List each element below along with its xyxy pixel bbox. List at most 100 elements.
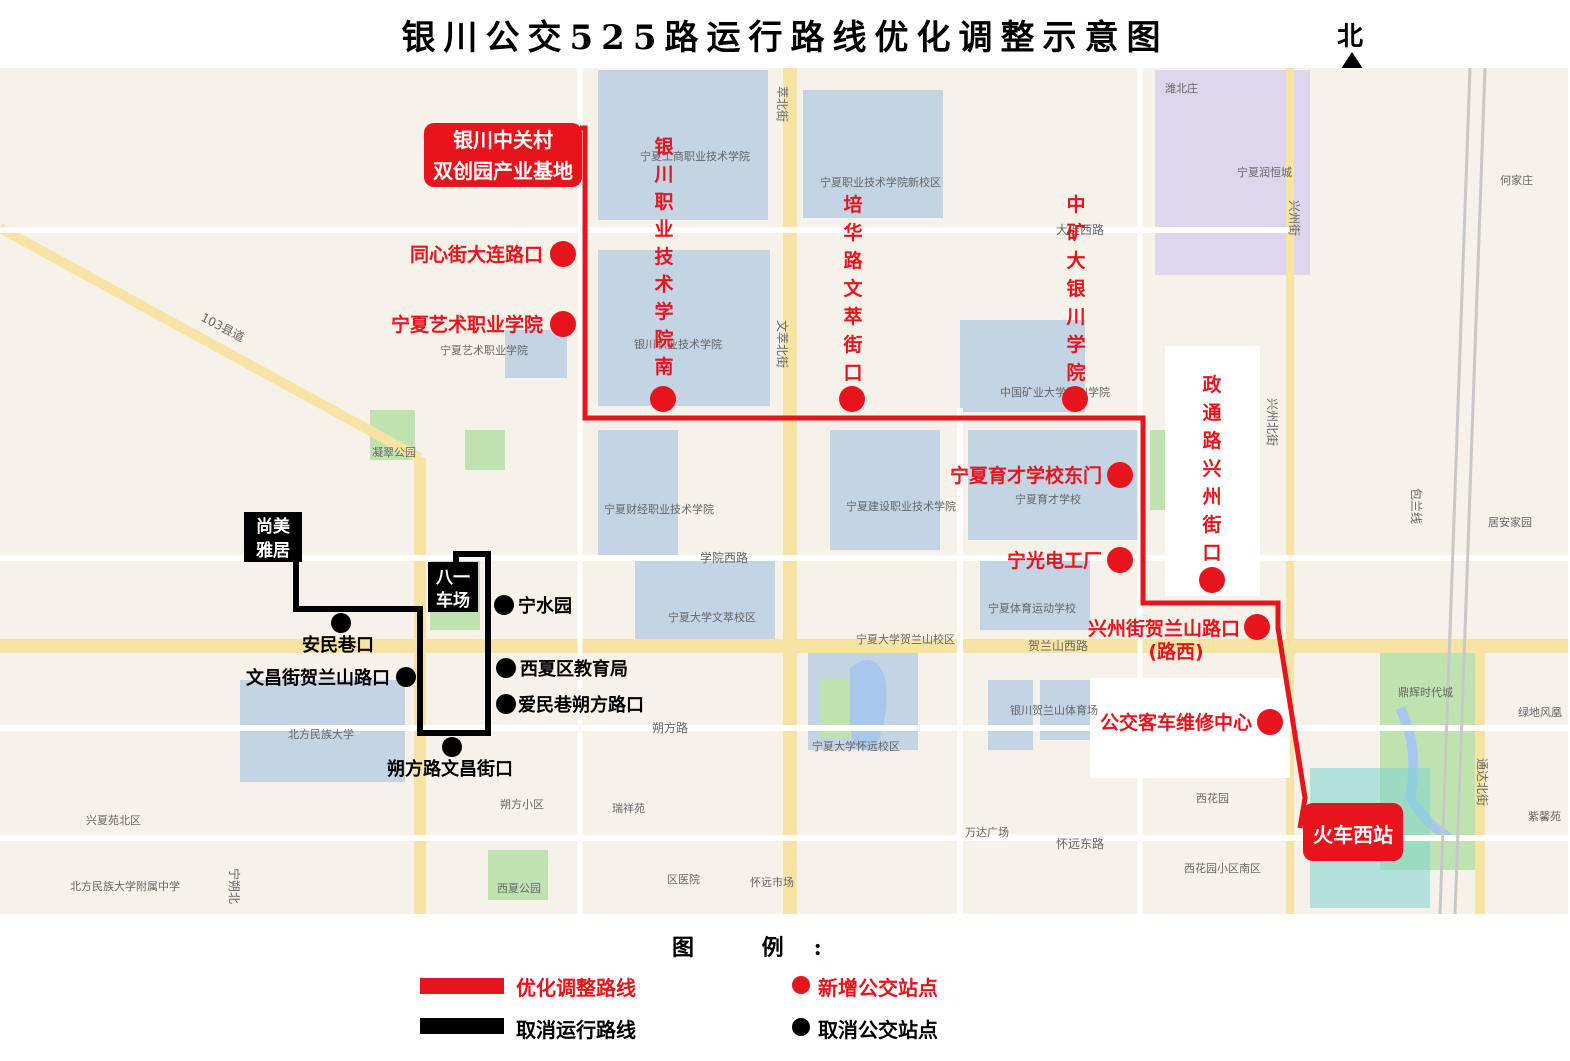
cancelled-stop-dot (331, 613, 351, 633)
svg-text:西花园: 西花园 (1196, 792, 1229, 805)
svg-text:大连西路: 大连西路 (1056, 222, 1104, 237)
svg-text:怀远东路: 怀远东路 (1056, 836, 1104, 851)
svg-text:车场: 车场 (436, 590, 470, 611)
commercial-area (1155, 70, 1310, 275)
cancelled-stop-dot (442, 737, 462, 757)
new-stop-dot (650, 386, 676, 412)
cancelled-stop-label: 爱民巷朔方路口 (518, 694, 644, 716)
svg-text:西夏公园: 西夏公园 (497, 882, 541, 895)
terminal-depot: 八一 车场 (428, 562, 478, 612)
svg-text:雅居: 雅居 (255, 540, 290, 561)
new-stop-dot (1244, 614, 1270, 640)
legend-new-stop-dot (792, 976, 810, 994)
svg-text:西花园小区南区: 西花园小区南区 (1184, 862, 1261, 875)
svg-text:八一: 八一 (436, 568, 470, 588)
svg-text:怀远市场: 怀远市场 (750, 875, 794, 889)
svg-text:宁夏职业技术学院新校区: 宁夏职业技术学院新校区 (820, 175, 941, 189)
new-stop-label: 宁光电工厂 (1007, 549, 1102, 572)
svg-text:紫馨苑: 紫馨苑 (1528, 809, 1561, 823)
cancelled-stop-dot (496, 694, 516, 714)
svg-text:宁夏育才学校: 宁夏育才学校 (1015, 492, 1081, 506)
new-stop-dot (1257, 709, 1283, 735)
svg-text:宁夏艺术职业学院: 宁夏艺术职业学院 (440, 343, 528, 357)
svg-text:北方民族大学附属中学: 北方民族大学附属中学 (70, 879, 180, 893)
svg-text:宁夏大学怀远校区: 宁夏大学怀远校区 (812, 739, 900, 753)
svg-text:潍北庄: 潍北庄 (1165, 81, 1198, 95)
svg-text:文萃北街: 文萃北街 (775, 320, 790, 368)
svg-text:学院西路: 学院西路 (700, 550, 748, 565)
cancelled-stop-dots (331, 595, 516, 757)
new-stop-dot (1107, 547, 1133, 573)
svg-text:银川贺兰山体育场: 银川贺兰山体育场 (1010, 703, 1098, 717)
north-label: 北 (1337, 22, 1364, 52)
cancelled-stop-label: 西夏区教育局 (520, 658, 628, 680)
terminal-old-start: 尚美 雅居 (244, 512, 302, 562)
new-route-line (580, 125, 1308, 829)
svg-text:中国矿业大学银川学院: 中国矿业大学银川学院 (1000, 385, 1110, 399)
new-stop-label: 兴州街贺兰山路口 (1088, 617, 1240, 640)
svg-text:宁夏建设职业技术学院: 宁夏建设职业技术学院 (846, 499, 956, 513)
svg-text:宁夏大学贺兰山校区: 宁夏大学贺兰山校区 (856, 632, 955, 646)
svg-text:包兰线: 包兰线 (1409, 488, 1423, 524)
new-stop-label-vertical: 银川职业技术学院南 (653, 135, 674, 378)
terminal-start: 银川中关村 双创园产业基地 (424, 123, 582, 187)
map-title: 银川公交525路运行路线优化调整示意图 (401, 18, 1169, 58)
svg-text:贺兰山西路: 贺兰山西路 (1028, 638, 1088, 653)
cancelled-stop-dot (496, 658, 516, 678)
new-stop-dot (550, 241, 576, 267)
svg-text:火车西站: 火车西站 (1313, 823, 1393, 847)
svg-text:瑞祥苑: 瑞祥苑 (612, 801, 645, 815)
svg-text:万达广场: 万达广场 (965, 825, 1009, 839)
svg-text:萃北街: 萃北街 (775, 86, 789, 122)
new-stop-labels: 同心街大连路口 宁夏艺术职业学院 银川职业技术学院南 培华路文萃街口 中矿大银川… (391, 135, 1252, 734)
svg-text:尚美: 尚美 (256, 516, 291, 537)
new-stop-label: 同心街大连路口 (410, 243, 543, 266)
legend-cancel-stop-label: 取消公交站点 (818, 1018, 938, 1042)
svg-text:鼎辉时代城: 鼎辉时代城 (1398, 686, 1453, 699)
svg-text:宁夏大学文萃校区: 宁夏大学文萃校区 (668, 610, 756, 624)
svg-text:朔方路: 朔方路 (652, 720, 688, 735)
svg-text:朔方小区: 朔方小区 (500, 797, 544, 811)
cancelled-stop-dot (396, 667, 416, 687)
svg-text:宁朔北: 宁朔北 (227, 868, 242, 904)
svg-text:兴州北街: 兴州北街 (1265, 398, 1279, 446)
svg-text:兴夏苑北区: 兴夏苑北区 (86, 814, 141, 827)
new-stop-label: 公交客车维修中心 (1100, 711, 1252, 734)
cancelled-stop-label: 文昌街贺兰山路口 (246, 667, 390, 689)
cancelled-route-line (293, 551, 491, 736)
svg-text:宁夏工商职业技术学院: 宁夏工商职业技术学院 (640, 149, 750, 163)
cancelled-stop-label: 宁水园 (518, 595, 572, 617)
new-stop-dot (1107, 462, 1133, 488)
new-stop-label-vertical: 培华路文萃街口 (842, 193, 863, 384)
new-stop-label: (路西) (1148, 640, 1203, 663)
legend-new-stop-label: 新增公交站点 (818, 976, 938, 1000)
cancelled-stop-dot (494, 595, 514, 615)
terminal-end: 火车西站 (1303, 803, 1403, 861)
legend-new-route-label: 优化调整路线 (516, 976, 636, 1000)
cancelled-stop-label: 安民巷口 (302, 634, 374, 656)
poi-labels: 宁夏工商职业技术学院 宁夏职业技术学院新校区 宁夏润恒城 何家庄 银川职业技术学… (70, 81, 1562, 895)
cancelled-stop-labels: 宁水园 安民巷口 西夏区教育局 文昌街贺兰山路口 爱民巷朔方路口 朔方路文昌街口 (246, 595, 644, 780)
legend-title: 图 例: (672, 935, 852, 961)
cancelled-stop-label: 朔方路文昌街口 (387, 758, 513, 780)
new-stop-dots (550, 241, 1283, 735)
new-stop-label: 宁夏育才学校东门 (950, 464, 1102, 487)
svg-text:宁夏润恒城: 宁夏润恒城 (1237, 165, 1292, 179)
mask-boxes (1090, 346, 1290, 778)
svg-text:宁夏体育运动学校: 宁夏体育运动学校 (988, 601, 1076, 615)
svg-text:宁夏财经职业技术学院: 宁夏财经职业技术学院 (604, 502, 714, 516)
svg-text:区医院: 区医院 (667, 872, 700, 886)
legend-new-route-swatch (420, 978, 504, 994)
svg-text:居安家园: 居安家园 (1488, 515, 1532, 529)
svg-text:银川中关村: 银川中关村 (453, 128, 553, 152)
svg-text:兴州街: 兴州街 (1287, 200, 1301, 236)
svg-text:双创园产业基地: 双创园产业基地 (433, 159, 573, 183)
svg-text:银川职业技术学院: 银川职业技术学院 (634, 337, 722, 351)
new-stop-dot (839, 386, 865, 412)
svg-text:通达北街: 通达北街 (1475, 758, 1489, 806)
new-stop-label: 宁夏艺术职业学院 (391, 313, 543, 336)
legend-cancel-stop-dot (792, 1018, 810, 1036)
svg-text:凝翠公园: 凝翠公园 (372, 445, 416, 459)
new-stop-dot (1199, 567, 1225, 593)
svg-text:何家庄: 何家庄 (1500, 173, 1533, 187)
